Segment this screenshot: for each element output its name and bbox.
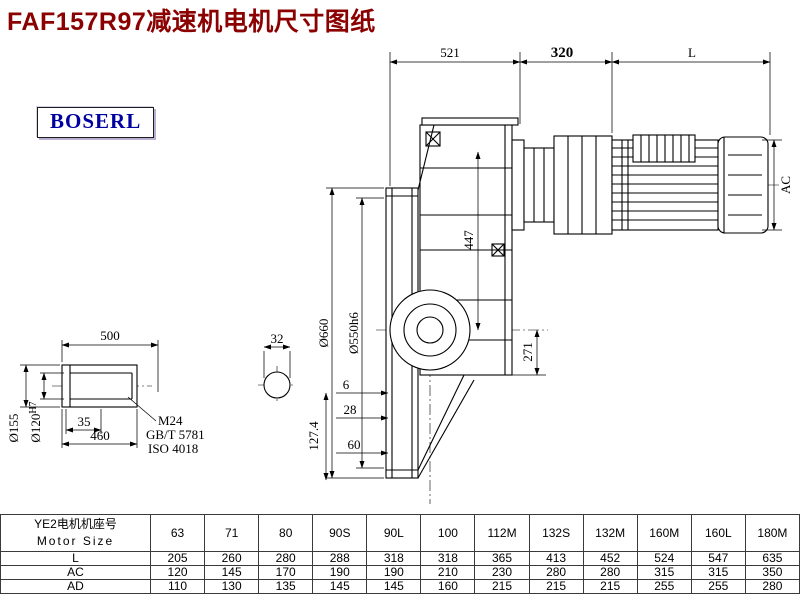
dim-500: 500: [100, 328, 120, 343]
value-cell: 280: [258, 551, 314, 566]
header-label-en: Motor Size: [36, 534, 115, 548]
value-cell: 130: [204, 579, 260, 594]
value-cell: 350: [744, 565, 800, 580]
dim-AC: AC: [778, 176, 793, 194]
motor-size-cell: 80: [258, 514, 314, 552]
value-cell: 452: [582, 551, 638, 566]
motor-size-cell: 90S: [312, 514, 368, 552]
dim-flange-od: Ø660: [316, 319, 331, 348]
value-cell: 145: [366, 579, 422, 594]
value-cell: 170: [258, 565, 314, 580]
value-cell: 315: [690, 565, 746, 580]
value-cell: 215: [474, 579, 530, 594]
value-cell: 524: [636, 551, 692, 566]
motor-size-cell: 132M: [582, 514, 638, 552]
motor-size-cell: 132S: [528, 514, 584, 552]
value-cell: 215: [528, 579, 584, 594]
dim-521: 521: [440, 45, 460, 60]
dim-320: 320: [551, 45, 574, 61]
value-cell: 413: [528, 551, 584, 566]
value-cell: 230: [474, 565, 530, 580]
dim-28: 28: [344, 402, 357, 417]
value-cell: 215: [582, 579, 638, 594]
value-cell: 110: [149, 579, 206, 594]
brand-logo: BOSERL: [37, 107, 155, 138]
dim-32: 32: [271, 331, 284, 346]
value-cell: 365: [474, 551, 530, 566]
dim-60: 60: [348, 437, 361, 452]
value-cell: 635: [744, 551, 800, 566]
value-cell: 547: [690, 551, 746, 566]
dim-flange-spigot: Ø550h6: [346, 312, 361, 354]
technical-drawing: 521 320 L AC 447 271 Ø660 Ø550h6 500: [6, 45, 793, 504]
value-cell: 318: [420, 551, 476, 566]
motor-size-cell: 90L: [366, 514, 422, 552]
value-cell: 280: [582, 565, 638, 580]
dim-35: 35: [78, 414, 91, 429]
dim-6: 6: [343, 377, 350, 392]
shaft-section-circle: [263, 371, 291, 399]
value-cell: 205: [149, 551, 206, 566]
dim-271: 271: [520, 342, 535, 362]
page-title: FAF157R97减速机电机尺寸图纸: [7, 8, 376, 36]
value-cell: 135: [258, 579, 314, 594]
motor-size-cell: 100: [420, 514, 476, 552]
value-cell: 190: [366, 565, 422, 580]
dim-L: L: [688, 45, 696, 60]
value-cell: 260: [204, 551, 260, 566]
dim-460: 460: [90, 428, 110, 443]
value-cell: 210: [420, 565, 476, 580]
standard-gbt: GB/T 5781: [146, 427, 205, 442]
dim-127-4: 127.4: [306, 421, 321, 451]
row-label-cell: AD: [0, 579, 151, 594]
value-cell: 145: [204, 565, 260, 580]
thread-callout: M24: [158, 413, 183, 428]
dim-447: 447: [461, 230, 476, 250]
motor: [611, 134, 769, 234]
shaft-detail: [61, 364, 138, 408]
dim-bore: Ø120H7: [28, 401, 43, 442]
value-cell: 288: [312, 551, 368, 566]
motor-size-cell: 160M: [636, 514, 692, 552]
value-cell: 120: [149, 565, 206, 580]
header-label-cn: YE2电机机座号: [34, 517, 117, 531]
motor-size-cell: 160L: [690, 514, 746, 552]
value-cell: 280: [528, 565, 584, 580]
motor-size-cell: 180M: [744, 514, 800, 552]
value-cell: 280: [744, 579, 800, 594]
motor-size-cell: 71: [204, 514, 260, 552]
value-cell: 255: [690, 579, 746, 594]
value-cell: 160: [420, 579, 476, 594]
value-cell: 315: [636, 565, 692, 580]
row-label-cell: L: [0, 551, 151, 566]
value-cell: 318: [366, 551, 422, 566]
dim-shaft-od: Ø155: [6, 414, 21, 443]
dimensions: 521 320 L AC 447 271 Ø660 Ø550h6 500: [6, 45, 793, 481]
motor-size-cell: 112M: [474, 514, 530, 552]
value-cell: 190: [312, 565, 368, 580]
motor-adapter: [511, 135, 613, 235]
output-shaft-hub: [389, 289, 471, 371]
value-cell: 255: [636, 579, 692, 594]
fan-cowl: [717, 136, 769, 234]
terminal-box: [632, 134, 696, 163]
standard-iso: ISO 4018: [148, 441, 198, 456]
value-cell: 145: [312, 579, 368, 594]
motor-size-cell: 63: [149, 514, 206, 552]
row-label-cell: AC: [0, 565, 151, 580]
motor-size-header-cell: YE2电机机座号 Motor Size: [0, 514, 151, 552]
